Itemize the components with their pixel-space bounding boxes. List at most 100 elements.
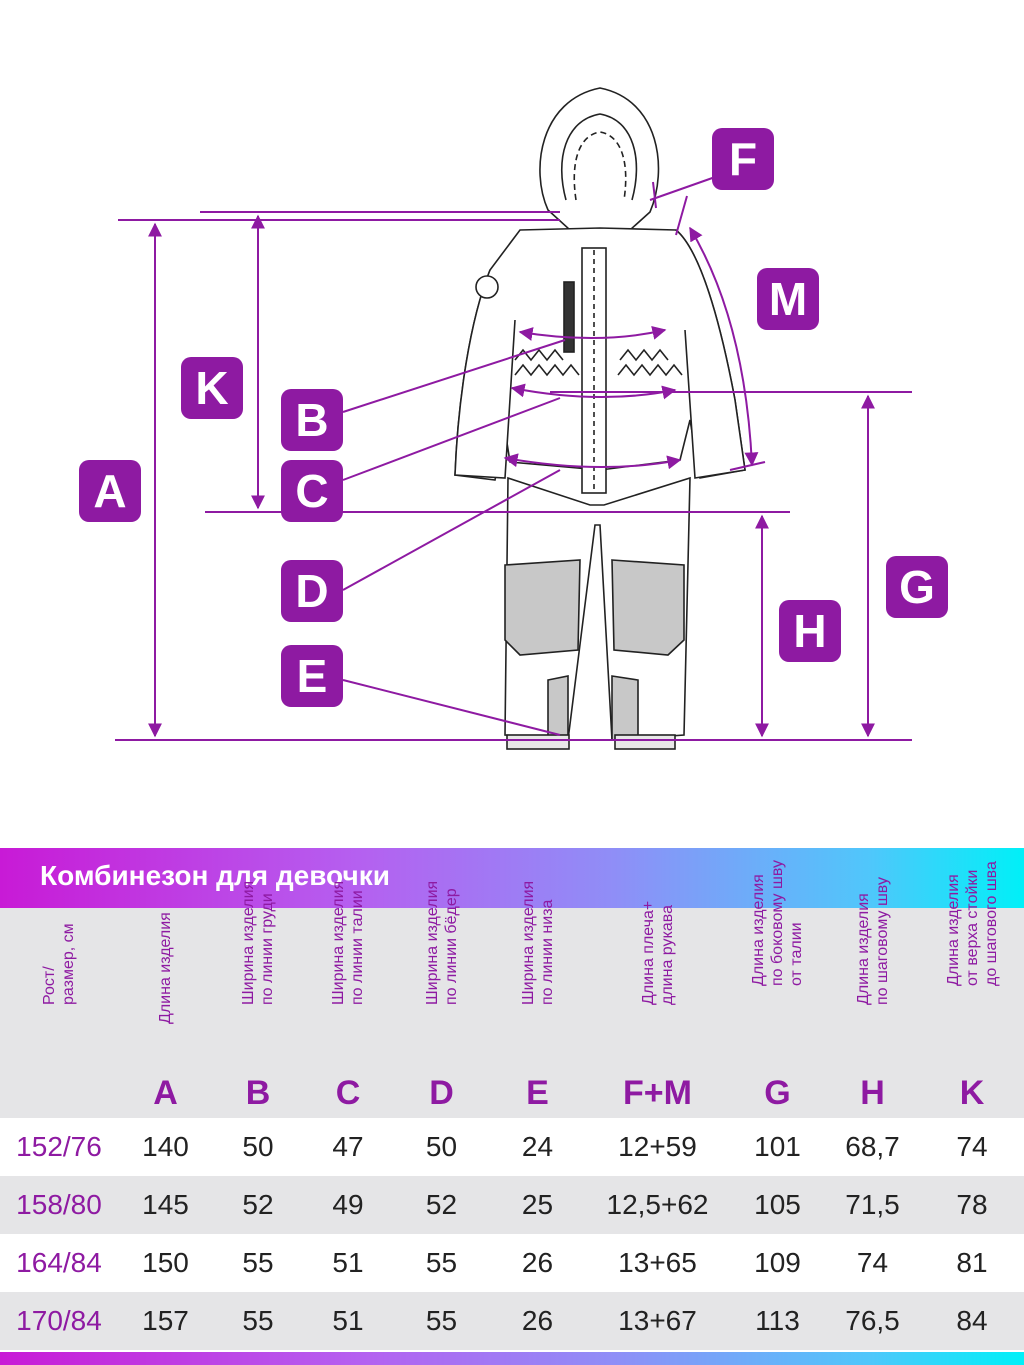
value-cell: 47 — [332, 1131, 364, 1162]
header-letter: G — [764, 1074, 791, 1112]
value-cell: 150 — [142, 1247, 189, 1278]
value-cell: 52 — [425, 1189, 458, 1220]
header-desc-line: от верха стойки — [963, 869, 981, 986]
value-cell: 78 — [956, 1189, 988, 1220]
header-desc-line: размер, см — [60, 923, 77, 1005]
coverall-drawing — [115, 87, 912, 750]
header-letter: K — [959, 1074, 985, 1112]
header-desc-line: по шаговому шву — [873, 877, 891, 1005]
header-desc-line: от талии — [788, 922, 805, 986]
label-b: B — [281, 389, 343, 451]
header-letter: C — [335, 1074, 361, 1112]
value-cell: 74 — [856, 1247, 889, 1278]
label-g: G — [886, 556, 948, 618]
header-desc-line: Ширина изделия — [519, 880, 537, 1005]
value-cell: 145 — [142, 1189, 189, 1220]
value-cell: 12,5+62 — [606, 1189, 709, 1220]
label-c: C — [281, 460, 343, 522]
size-cell: 152/76 — [16, 1131, 102, 1162]
table-title-band: Комбинезон для девочки — [0, 848, 1024, 908]
header-desc-line: по боковому шву — [769, 860, 786, 986]
header-desc-line: по линии талии — [349, 890, 366, 1005]
value-cell: 55 — [425, 1247, 458, 1278]
value-cell: 13+67 — [618, 1305, 697, 1336]
header-col-0: Рост/размер, см — [0, 908, 118, 1118]
header-desc-line: длина рукава — [658, 905, 676, 1005]
value-cell: 55 — [425, 1305, 458, 1336]
header-desc-line: Длина изделия — [854, 893, 872, 1005]
value-cell: 26 — [521, 1247, 554, 1278]
header-letter: D — [429, 1074, 454, 1112]
value-cell: 101 — [754, 1131, 801, 1162]
header-desc: Длина плеча+длина рукава — [639, 901, 677, 1005]
header-letter: B — [245, 1074, 271, 1112]
header-letter: F+M — [623, 1074, 692, 1112]
header-desc-line: по линии низа — [538, 899, 556, 1005]
value-cell: 50 — [425, 1131, 458, 1162]
header-desc-line: по линии бёдер — [442, 888, 460, 1005]
header-desc-line: Ширина изделия — [330, 880, 347, 1005]
value-cell: 50 — [242, 1131, 274, 1162]
label-a: A — [79, 460, 141, 522]
value-cell: 109 — [754, 1247, 801, 1278]
header-desc: Рост/размер, см — [40, 923, 78, 1005]
measurement-diagram: A K B C D E F M G H — [79, 87, 948, 750]
label-e: E — [281, 645, 343, 707]
header-desc-line: Рост/ — [41, 966, 58, 1005]
size-cell: 158/80 — [16, 1189, 102, 1220]
value-cell: 24 — [521, 1131, 554, 1162]
value-cell: 113 — [755, 1305, 800, 1336]
header-desc-line: Ширина изделия — [240, 880, 257, 1005]
value-cell: 51 — [332, 1247, 364, 1278]
size-cell: 170/84 — [16, 1305, 102, 1336]
header-desc: Длина изделия — [156, 912, 175, 1024]
value-cell: 76,5 — [845, 1305, 900, 1336]
value-cell: 25 — [521, 1189, 554, 1220]
label-m: M — [757, 268, 819, 330]
value-cell: 12+59 — [618, 1131, 697, 1162]
value-cell: 51 — [332, 1305, 364, 1336]
header-letter: H — [860, 1074, 885, 1112]
value-cell: 55 — [242, 1305, 274, 1336]
value-cell: 74 — [956, 1131, 988, 1162]
value-cell: 68,7 — [845, 1131, 900, 1162]
header-letter: A — [153, 1074, 178, 1112]
header-desc-line: Длина изделия — [750, 874, 767, 986]
table-row: 164/84 150 55 51 55 26 13+65 109 74 81 — [0, 1234, 1024, 1292]
size-cell: 164/84 — [16, 1247, 102, 1278]
value-cell: 105 — [754, 1189, 801, 1220]
header-desc-line: Длина изделия — [157, 912, 174, 1024]
coverall-outline — [454, 87, 746, 750]
value-cell: 55 — [242, 1247, 274, 1278]
value-cell: 84 — [956, 1305, 988, 1336]
value-cell: 157 — [142, 1305, 189, 1336]
table-row: 170/84 157 55 51 55 26 13+67 113 76,5 84 — [0, 1292, 1024, 1350]
label-d: D — [281, 560, 343, 622]
table-title: Комбинезон для девочки — [40, 860, 390, 891]
measurement-lines — [115, 175, 912, 741]
value-cell: 81 — [956, 1247, 988, 1278]
header-letter: E — [526, 1074, 549, 1112]
value-cell: 71,5 — [845, 1189, 900, 1220]
label-h: H — [779, 600, 841, 662]
value-cell: 26 — [521, 1305, 554, 1336]
header-desc-line: Длина изделия — [944, 874, 962, 986]
label-k: K — [181, 357, 243, 419]
value-cell: 49 — [332, 1189, 364, 1220]
value-cell: 13+65 — [618, 1247, 697, 1278]
